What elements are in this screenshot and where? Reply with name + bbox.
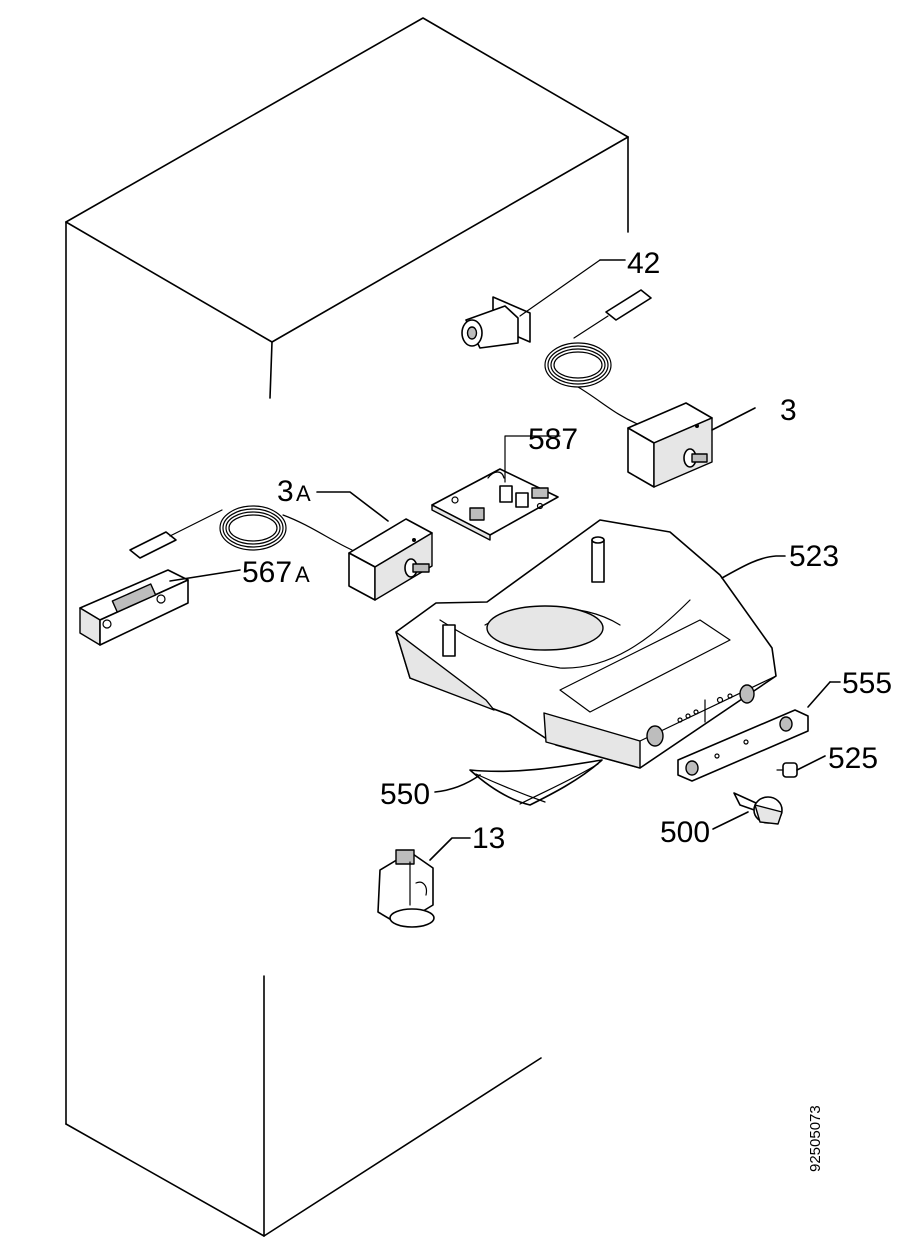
- thermostat-part: [544, 289, 756, 488]
- control-knob-part: [712, 792, 783, 830]
- cabinet-outline: [65, 17, 629, 1237]
- reference-labels: 42 3 587 3 A 567 A 523 555 525 550 500 1…: [242, 247, 892, 1172]
- label-550: 550: [380, 778, 430, 811]
- lamp-socket-part: [377, 837, 471, 928]
- lamp-holder-part: [461, 259, 601, 349]
- label-525: 525: [828, 742, 878, 775]
- label-555: 555: [842, 667, 892, 700]
- control-housing-part: [395, 519, 786, 769]
- label-587: 587: [528, 423, 578, 456]
- cover-strip-part: [677, 681, 831, 782]
- electronic-board-part: [431, 435, 561, 541]
- label-42: 42: [627, 247, 660, 280]
- label-3a-number: 3: [277, 475, 294, 508]
- indicator-lamp-part: [776, 755, 826, 778]
- drawing-code: 92505073: [807, 1105, 824, 1172]
- bracket-567a-part: [79, 569, 241, 646]
- diffuser-part: [434, 759, 603, 806]
- label-500: 500: [660, 816, 710, 849]
- label-523: 523: [789, 540, 839, 573]
- label-3a-suffix: A: [296, 481, 311, 506]
- label-13: 13: [472, 822, 505, 855]
- label-3: 3: [780, 394, 797, 427]
- label-567a-suffix: A: [295, 562, 310, 587]
- label-567a-number: 567: [242, 556, 292, 589]
- thermostat-3a-part: [129, 491, 433, 601]
